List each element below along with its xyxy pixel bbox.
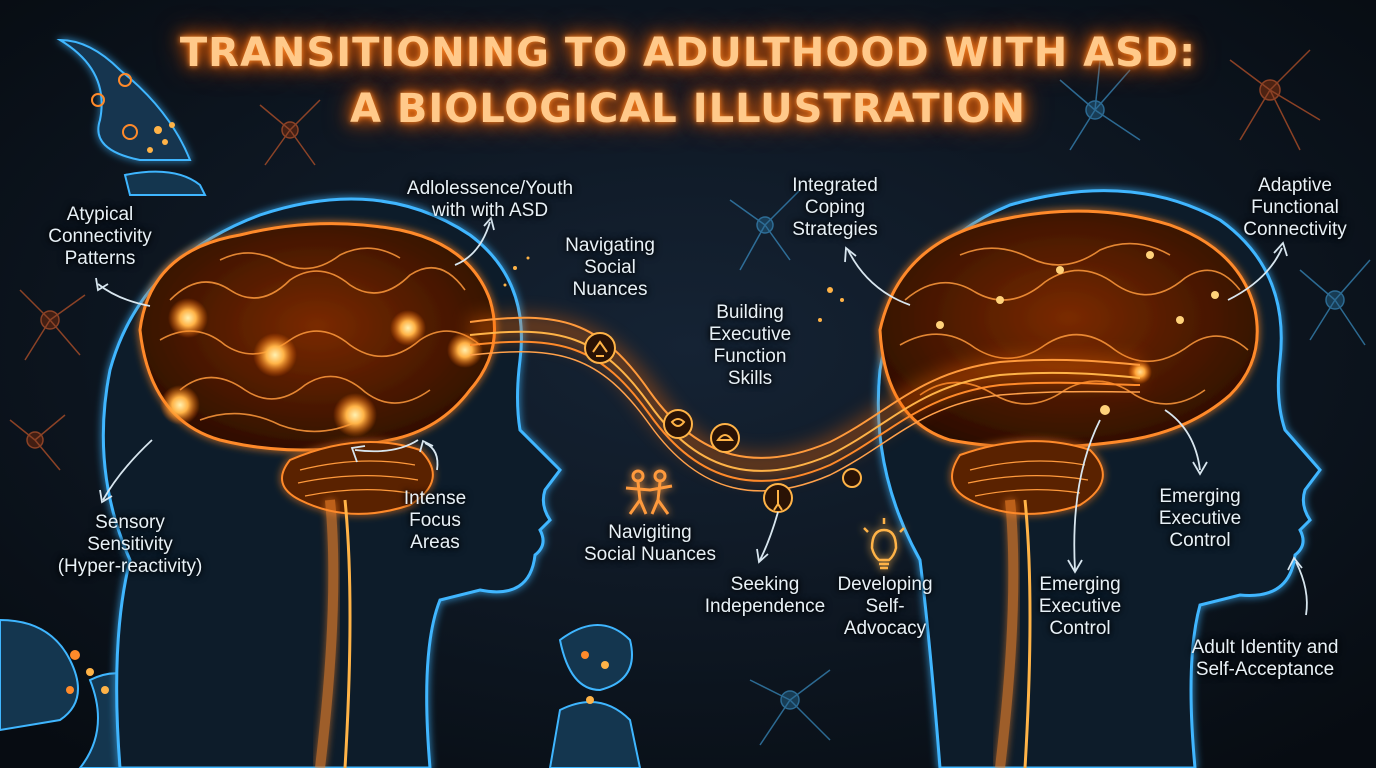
label-emerging-executive-control-right: Emerging Executive Control (1158, 486, 1242, 551)
lightbulb-icon (863, 518, 905, 570)
orange-neuron (19, 289, 86, 361)
brain-gear-icon (710, 423, 740, 453)
label-integrated-coping-strategies: Integrated Coping Strategies (792, 175, 878, 240)
label-adaptive-functional-connectivity: Adaptive Functional Connectivity (1243, 175, 1347, 240)
calm-figure-icon (584, 332, 616, 364)
left-brain (138, 222, 496, 768)
blue-neuron (729, 189, 801, 271)
orange-neuron (259, 99, 321, 166)
label-sensory-sensitivity: Sensory Sensitivity (Hyper-reactivity) (57, 512, 203, 577)
label-navigiting-social-nuances-bottom: Navigiting Social Nuances (583, 522, 717, 565)
background-neurons (9, 49, 1371, 746)
label-navigating-social-nuances-top: Navigating Social Nuances (565, 235, 655, 300)
heart-hands-icon (663, 409, 693, 439)
blue-neuron (1059, 59, 1141, 151)
label-seeking-independence: Seeking Independence (704, 574, 826, 617)
handshake-icon (842, 468, 862, 488)
orange-neuron (9, 414, 66, 471)
label-building-executive-function: Building Executive Function Skills (708, 302, 792, 389)
left-brain-hotspots (160, 298, 483, 437)
sparkles (503, 256, 844, 322)
label-atypical-connectivity: Atypical Connectivity Patterns (48, 204, 152, 269)
walking-person-icon (763, 483, 793, 513)
label-adolescence-with-asd: Adlolessence/Youth with with ASD (406, 178, 574, 221)
pathway-icons (584, 332, 862, 513)
annotation-arrows (95, 216, 1308, 616)
synapse-top-left (56, 38, 207, 196)
label-intense-focus-areas: Intense Focus Areas (403, 488, 467, 553)
label-adult-identity-self-acceptance: Adult Identity and Self-Acceptance (1191, 637, 1339, 680)
synapse-bottom-middle (548, 624, 642, 768)
title-line-1: TRANSITIONING TO ADULTHOOD WITH ASD: (179, 30, 1197, 76)
blue-neuron (749, 669, 831, 746)
label-developing-self-advocacy: Developing Self- Advocacy (837, 574, 933, 639)
title-line-2: A BIOLOGICAL ILLUSTRATION (349, 86, 1027, 132)
blue-neuron (1299, 259, 1371, 346)
orange-neuron (1229, 49, 1321, 151)
label-emerging-executive-control-middle: Emerging Executive Control (1038, 574, 1122, 639)
dancing-people-icon (625, 469, 673, 515)
